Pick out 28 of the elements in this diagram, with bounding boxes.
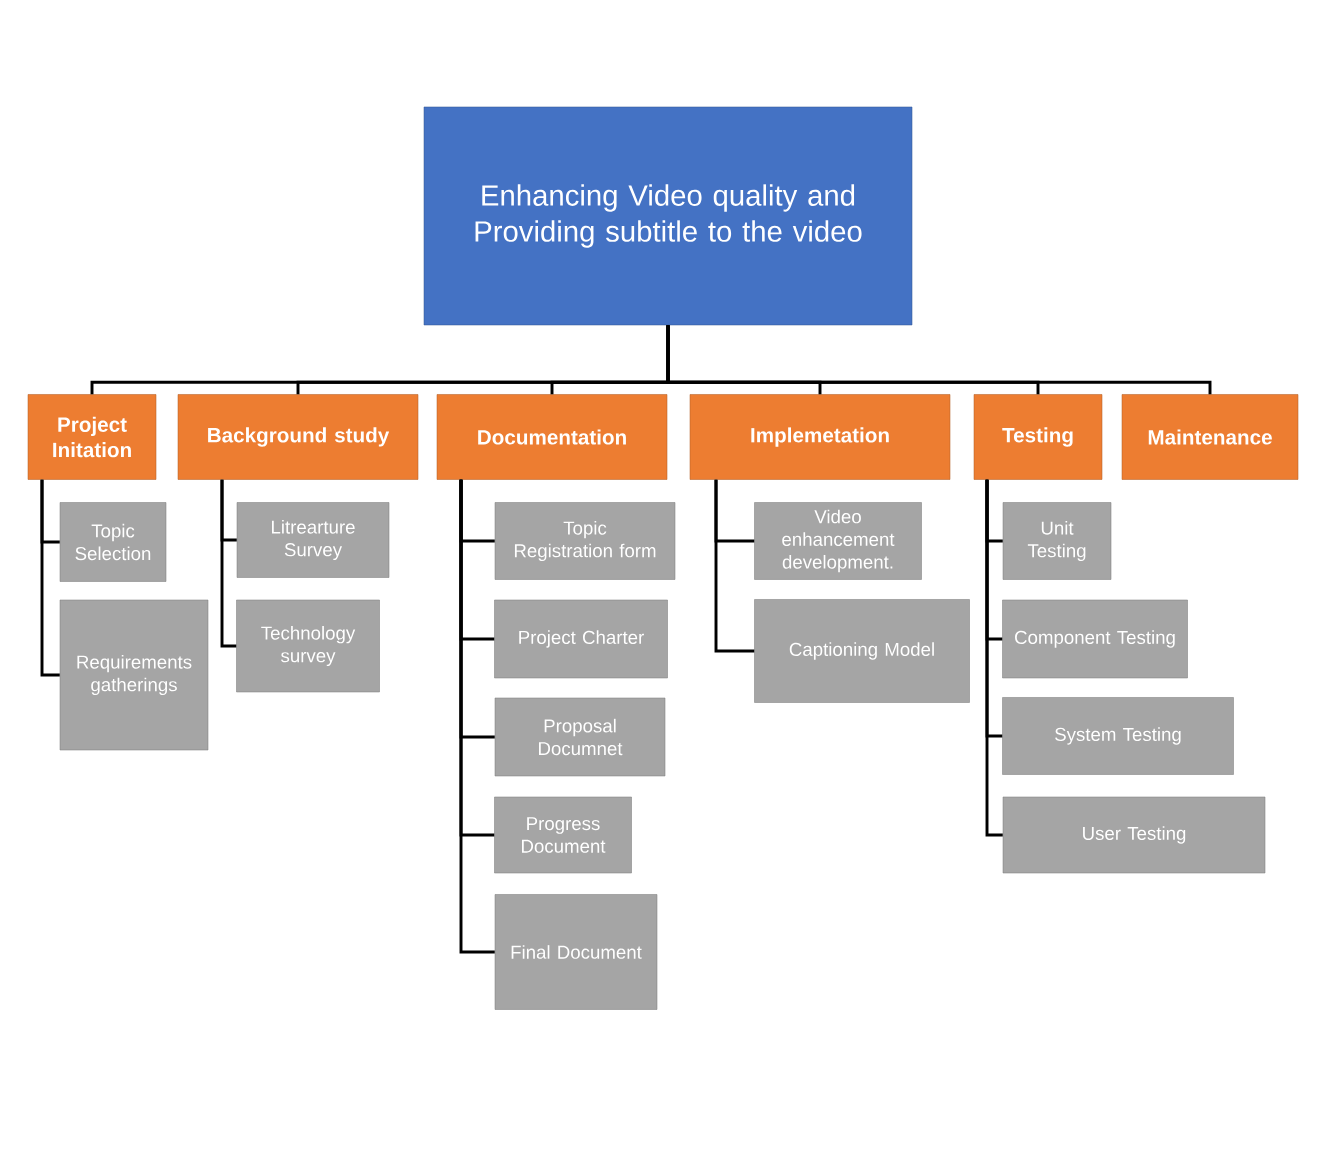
task-box: System Testing: [1002, 697, 1234, 775]
phase-box: Testing: [973, 394, 1103, 480]
task-box: Topic Selection: [59, 502, 167, 582]
connector-line: [459, 479, 495, 954]
task-box: Component Testing: [1002, 599, 1188, 679]
task-box: Topic Registration form: [494, 502, 676, 580]
connector-line: [714, 479, 755, 653]
task-box: Final Document: [494, 894, 658, 1010]
task-box: User Testing: [1002, 796, 1266, 874]
connector-line: [220, 479, 237, 648]
task-box: Unit Testing: [1002, 502, 1112, 580]
connector-line: [985, 479, 1003, 837]
task-box: Technology survey: [236, 599, 380, 693]
phase-box: Implemetation: [689, 394, 951, 480]
task-box: Progress Document: [494, 796, 632, 874]
connector-line: [666, 325, 1212, 395]
phase-box: Background study: [177, 394, 419, 480]
phase-box: Documentation: [436, 394, 668, 480]
task-box: Video enhancement development.: [754, 502, 922, 580]
root-box: Enhancing Video quality and Providing subtitle to the video: [423, 106, 913, 326]
connector-line: [40, 479, 60, 677]
task-box: Project Charter: [494, 599, 668, 679]
task-box: Captioning Model: [754, 599, 970, 703]
phase-box: Project Initation: [27, 394, 157, 480]
task-box: Proposal Documnet: [494, 697, 666, 777]
task-box: Litrearture Survey: [236, 502, 390, 578]
task-box: Requirements gatherings: [59, 599, 209, 751]
phase-box: Maintenance: [1121, 394, 1299, 480]
